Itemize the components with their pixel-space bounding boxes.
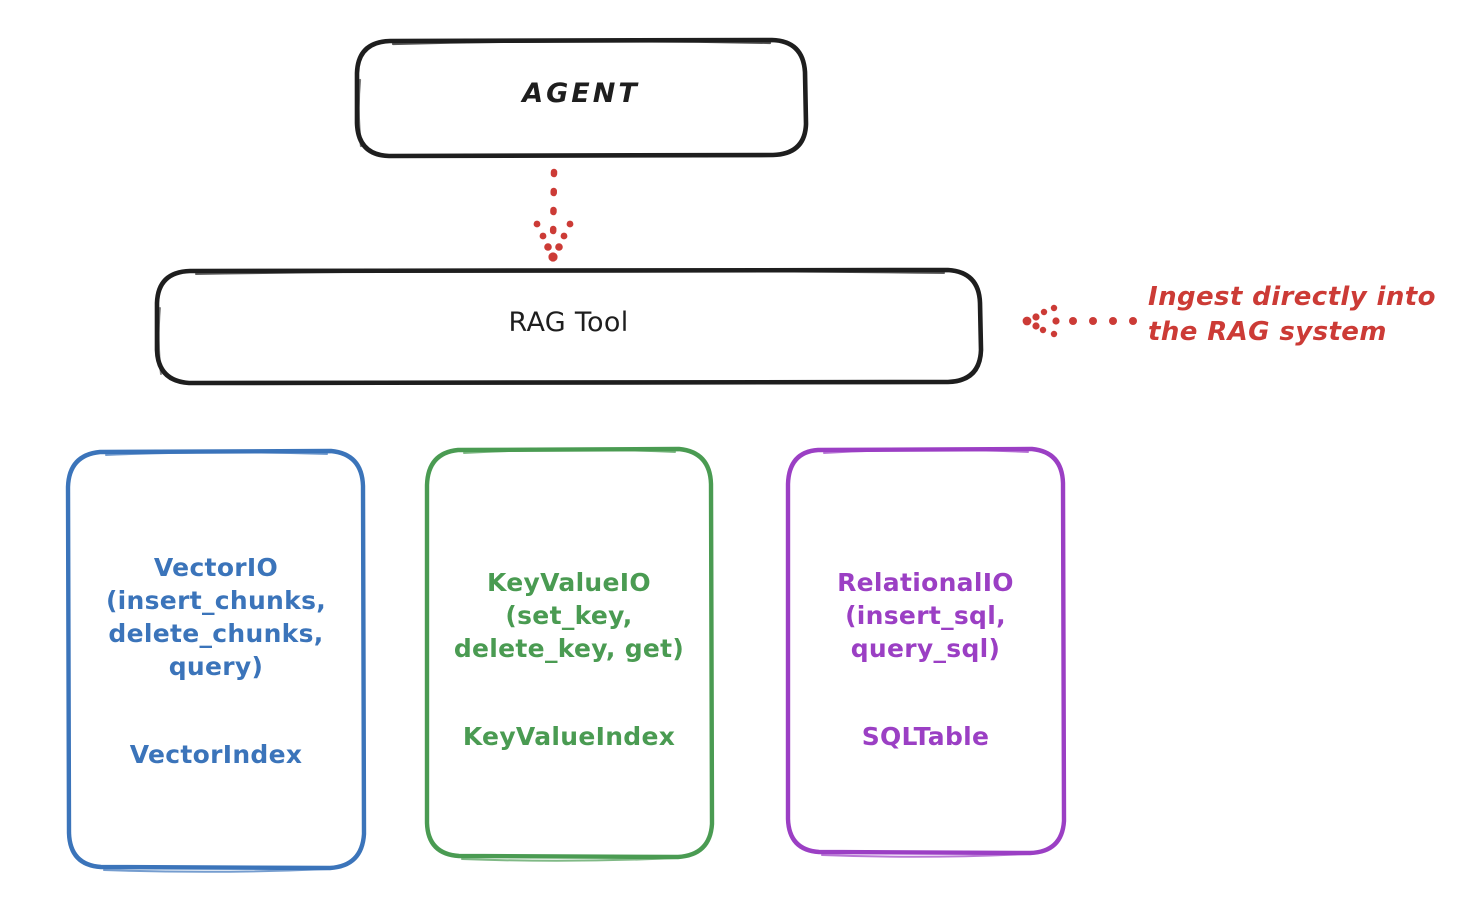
vector-io-subtitle: VectorIndex <box>129 740 303 770</box>
arrow-agent-to-rag-tool <box>533 168 574 262</box>
vector-io-title: VectorIO (insert_chunks, delete_chunks, … <box>105 553 327 682</box>
relational-io-label-group: RelationalIO (insert_sql, query_sql) SQL… <box>788 545 1063 753</box>
relational-io-spacer <box>788 665 1063 699</box>
ingest-annotation: Ingest directly into the RAG system <box>1148 282 1436 347</box>
vector-io-label-group: VectorIO (insert_chunks, delete_chunks, … <box>68 530 364 771</box>
vector-io-spacer <box>68 683 364 717</box>
agent-label: AGENT <box>522 78 640 109</box>
key-value-io-label-group: KeyValueIO (set_key, delete_key, get) Ke… <box>427 545 711 753</box>
key-value-io-subtitle: KeyValueIndex <box>462 722 676 752</box>
relational-io-title: RelationalIO (insert_sql, query_sql) <box>837 568 1014 664</box>
arrow-ingest-to-rag-tool <box>1022 304 1137 338</box>
relational-io-subtitle: SQLTable <box>861 722 990 752</box>
rag-tool-label: RAG Tool <box>508 307 629 338</box>
key-value-io-title: KeyValueIO (set_key, delete_key, get) <box>453 568 685 664</box>
key-value-io-spacer <box>427 665 711 699</box>
